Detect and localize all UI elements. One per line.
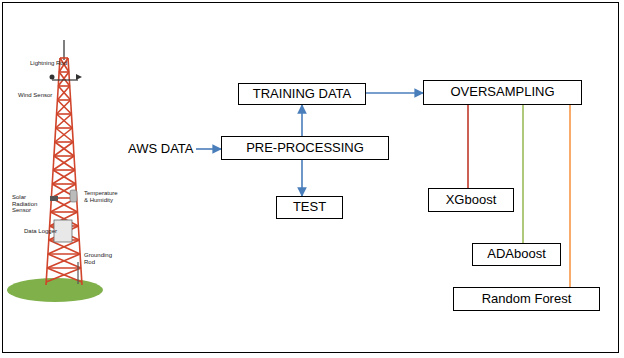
process-box: ADAboost xyxy=(472,243,561,266)
process-box: XGboost xyxy=(428,188,514,212)
process-box: Random Forest xyxy=(453,287,600,311)
part-label: Temperature & Humidity xyxy=(84,190,118,203)
box-text: XGboost xyxy=(446,193,497,207)
wind-sensor xyxy=(50,75,55,80)
flow-arrow xyxy=(301,160,303,196)
grounding-rod xyxy=(77,262,78,284)
part-label: Wind Sensor xyxy=(18,92,52,99)
wind-sensor-arm xyxy=(52,79,78,80)
box-text: TRAINING DATA xyxy=(253,87,351,101)
flow-arrow xyxy=(569,105,571,287)
lightning-rod xyxy=(63,40,65,60)
ground xyxy=(7,278,103,302)
process-box: TEST xyxy=(276,196,343,219)
box-text: AWS DATA xyxy=(128,142,193,156)
flow-arrow xyxy=(301,105,303,136)
flow-arrow xyxy=(196,148,221,150)
source-label: AWS DATA xyxy=(128,138,196,160)
flow-arrow xyxy=(522,105,524,243)
flow-arrow xyxy=(366,92,423,94)
part-label: Data Logger xyxy=(24,228,57,235)
process-box: OVERSAMPLING xyxy=(423,80,582,105)
part-label: Lightning Rod xyxy=(30,60,67,67)
box-text: OVERSAMPLING xyxy=(450,85,554,99)
process-box: PRE-PROCESSING xyxy=(221,136,389,160)
solar-sensor xyxy=(50,196,58,201)
flow-arrow xyxy=(467,105,469,188)
process-box: TRAINING DATA xyxy=(238,83,366,105)
part-label: Grounding Rod xyxy=(84,252,118,265)
wind-vane xyxy=(76,74,82,80)
box-text: Random Forest xyxy=(482,292,572,306)
box-text: ADAboost xyxy=(487,247,546,261)
part-label: Solar Radiation Sensor xyxy=(12,194,46,214)
humidity-sensor xyxy=(70,190,77,202)
box-text: TEST xyxy=(293,200,326,214)
box-text: PRE-PROCESSING xyxy=(246,141,364,155)
